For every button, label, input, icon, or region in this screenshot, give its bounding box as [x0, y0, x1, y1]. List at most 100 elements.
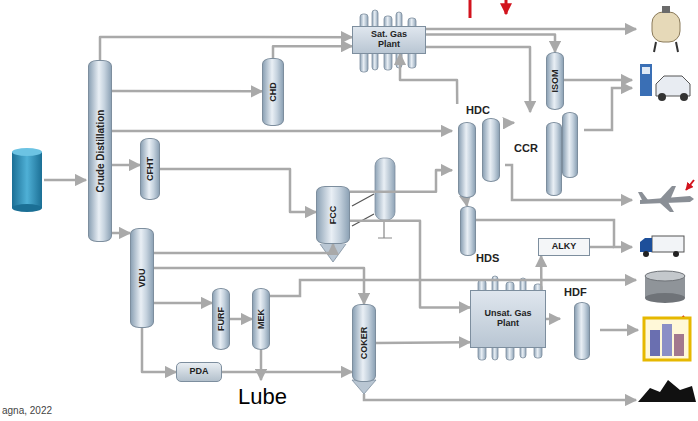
node-label: HDS	[476, 252, 499, 264]
process-column: MEK	[252, 288, 270, 350]
buildings-icon	[662, 324, 672, 356]
process-box: PDA	[176, 362, 222, 382]
fuel-car-icon	[680, 93, 688, 101]
airplane-icon	[660, 202, 674, 212]
flow-line	[546, 318, 560, 321]
fuel-car-icon	[640, 64, 652, 96]
flow-line	[142, 328, 176, 372]
feed-line	[44, 179, 86, 182]
process-column: CHD	[262, 58, 284, 126]
airplane-icon	[638, 192, 648, 200]
flow-line	[154, 244, 333, 253]
coker-cone	[352, 380, 376, 394]
crude-barrel	[12, 148, 42, 156]
product-lines	[364, 394, 636, 400]
reactor-group: CCR	[514, 112, 584, 194]
buildings-icon	[644, 318, 690, 360]
flow-line	[350, 170, 452, 192]
process-column: FURF	[212, 288, 230, 350]
node-label: ISOM	[550, 69, 560, 92]
node-label: CCR	[514, 142, 538, 154]
truck-icon	[652, 236, 684, 252]
red-arrows	[469, 0, 472, 18]
red-arrows	[505, 0, 508, 14]
node-label: Sat. Gas Plant	[371, 29, 407, 49]
fcc-riser	[375, 158, 395, 220]
product-lines	[600, 329, 638, 332]
flow-line	[426, 34, 555, 52]
airplane-icon	[660, 186, 676, 200]
fuel-car-icon	[658, 93, 666, 101]
storage-drum-icon	[645, 271, 685, 303]
flow-line	[100, 37, 352, 60]
process-column: ISOM	[546, 52, 564, 110]
node-label: FCC	[328, 206, 338, 225]
fuel-car-icon	[640, 64, 690, 101]
distillation-column: Crude Distillation	[88, 60, 112, 242]
crude-barrel	[12, 152, 42, 208]
gas-plant-box: Sat. Gas Plant	[352, 26, 426, 54]
node-label: FURF	[216, 307, 226, 331]
product-lines	[260, 350, 263, 380]
coker-drum: COKER	[352, 304, 376, 382]
node-label: Crude Distillation	[95, 110, 106, 193]
process-column: CFHT	[140, 138, 160, 200]
storage-drum-icon	[645, 293, 685, 303]
reactor-group: HDC	[452, 104, 504, 200]
product-lines	[426, 28, 636, 31]
feed-line	[44, 179, 86, 182]
node-label: ALKY	[552, 241, 577, 251]
flow-line	[160, 169, 316, 212]
fcc-reactor: FCC	[316, 186, 350, 244]
box-text: ALKY	[552, 242, 577, 252]
lpg-cylinder-icon	[652, 6, 680, 52]
product-lines	[590, 246, 614, 249]
fcc-riser	[378, 220, 392, 238]
crude-barrel	[12, 148, 42, 212]
flow-line	[273, 46, 352, 58]
flow-line	[154, 302, 212, 305]
truck-icon	[643, 251, 649, 257]
buildings-icon	[674, 334, 684, 356]
vessel-column	[574, 302, 590, 360]
node-label: COKER	[359, 327, 369, 360]
flow-line	[350, 221, 470, 308]
node-label: VDU	[137, 268, 147, 287]
vessel-column	[482, 118, 500, 182]
crude-barrel	[12, 204, 42, 212]
red-arrows	[470, 0, 694, 330]
product-lines	[584, 88, 632, 130]
gas-plant-box: Unsat. Gas Plant	[470, 290, 546, 348]
flow-line	[376, 341, 470, 344]
vessel-column	[460, 206, 476, 256]
flow-line	[112, 90, 262, 93]
coker-cone	[352, 380, 376, 394]
box-text: PDA	[189, 367, 208, 377]
product-lines	[564, 79, 632, 82]
flow-line	[112, 164, 140, 167]
storage-drum-icon	[645, 271, 685, 281]
flow-line	[222, 371, 352, 374]
vessel-column	[546, 122, 562, 196]
fuel-car-icon	[642, 67, 650, 74]
product-lines	[261, 29, 638, 400]
node-label: CHD	[268, 82, 278, 102]
truck-icon	[673, 251, 679, 257]
flow-line	[540, 256, 543, 290]
node-label: HDC	[466, 104, 490, 116]
buildings-icon	[650, 330, 660, 356]
lpg-cylinder-icon	[654, 42, 678, 52]
process-box: ALKY	[538, 238, 590, 256]
box-text: Unsat. Gas Plant	[478, 309, 538, 329]
reactor-group: HDF	[560, 286, 600, 366]
node-label: HDF	[564, 286, 587, 298]
truck-icon	[640, 236, 684, 257]
node-label: PDA	[189, 366, 208, 376]
flow-line	[112, 130, 452, 133]
buildings-icon	[644, 318, 690, 360]
red-arrows	[686, 180, 694, 190]
flow-line	[112, 232, 130, 235]
reactor-group: HDS	[456, 206, 500, 266]
truck-icon	[640, 238, 652, 252]
flow-line	[230, 318, 252, 321]
